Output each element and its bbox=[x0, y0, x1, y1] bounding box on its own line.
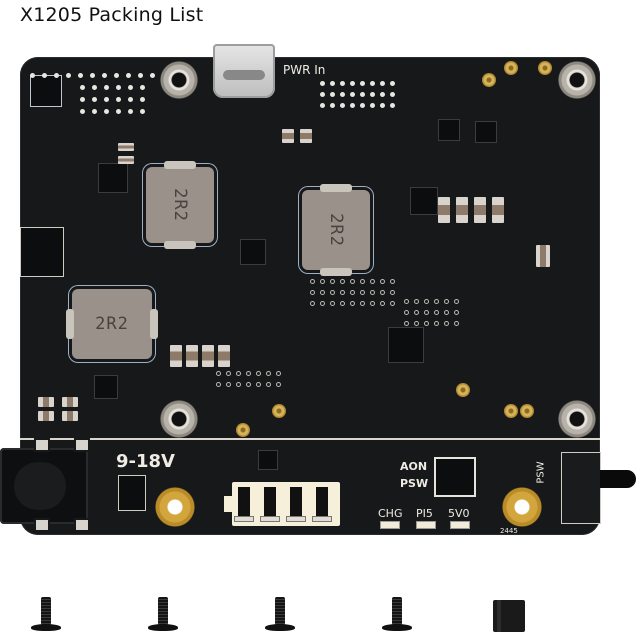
resistor bbox=[536, 245, 550, 267]
test-pin bbox=[520, 404, 534, 418]
mounting-hole-top-right bbox=[558, 61, 596, 99]
test-pin bbox=[504, 404, 518, 418]
power-switch[interactable] bbox=[561, 452, 601, 524]
via-array bbox=[320, 81, 400, 108]
test-pin bbox=[456, 383, 470, 397]
capacitor bbox=[38, 397, 54, 407]
screw-2 bbox=[146, 597, 180, 631]
test-pin bbox=[538, 61, 552, 75]
jumper-cap bbox=[493, 600, 525, 632]
capacitor bbox=[474, 197, 486, 223]
page-title: X1205 Packing List bbox=[20, 4, 204, 26]
aon-label: AON bbox=[400, 460, 428, 473]
psw-label: PSW bbox=[400, 477, 429, 490]
capacitor bbox=[62, 411, 78, 421]
test-pin bbox=[236, 423, 250, 437]
capacitor bbox=[186, 345, 198, 367]
inductor-3: 2R2 bbox=[66, 289, 158, 359]
ic-qfn bbox=[94, 375, 118, 399]
screw-3 bbox=[263, 597, 297, 631]
screw-4 bbox=[380, 597, 414, 631]
power-switch-lever[interactable] bbox=[600, 470, 636, 488]
voltage-range-label: 9-18V bbox=[116, 451, 175, 472]
ic-soic8 bbox=[30, 75, 62, 107]
via-array bbox=[310, 279, 400, 306]
capacitor bbox=[170, 345, 182, 367]
5v0-led bbox=[450, 521, 470, 529]
via-array bbox=[80, 85, 152, 114]
battery-level-icon bbox=[224, 482, 340, 526]
pwr-in-label: PWR In bbox=[283, 63, 326, 77]
via-array bbox=[404, 299, 464, 326]
ic-qfn bbox=[98, 163, 128, 193]
test-pin bbox=[482, 73, 496, 87]
capacitor bbox=[62, 397, 78, 407]
ic-diode bbox=[20, 227, 64, 277]
usb-c-port bbox=[213, 44, 275, 98]
chg-led-label: CHG bbox=[378, 507, 403, 520]
ic-qfn bbox=[240, 239, 266, 265]
screw-1 bbox=[29, 597, 63, 631]
capacitor bbox=[300, 129, 312, 143]
capacitor bbox=[118, 156, 134, 164]
inductor-2: 2R2 bbox=[302, 184, 370, 276]
gold-mount-pad-right bbox=[502, 487, 542, 527]
gold-mount-pad-left bbox=[155, 487, 195, 527]
via-array bbox=[216, 371, 286, 387]
capacitor bbox=[38, 411, 54, 421]
capacitor bbox=[438, 197, 450, 223]
ic-diode bbox=[118, 475, 146, 511]
mounting-hole-mid-left bbox=[160, 400, 198, 438]
side-psw-label: PSW bbox=[535, 461, 547, 484]
test-pin bbox=[504, 61, 518, 75]
capacitor bbox=[492, 197, 504, 223]
capacitor bbox=[218, 345, 230, 367]
chg-led bbox=[380, 521, 400, 529]
inductor-1: 2R2 bbox=[146, 161, 214, 249]
ic-sot bbox=[438, 119, 460, 141]
ic-sot bbox=[475, 121, 497, 143]
jumper-header-aon-psw[interactable] bbox=[434, 457, 476, 497]
mounting-hole-mid-right bbox=[558, 400, 596, 438]
capacitor bbox=[202, 345, 214, 367]
silkscreen-divider bbox=[20, 438, 600, 440]
pi5-led-label: PI5 bbox=[416, 507, 433, 520]
pcb-board: PWR In 2R2 2R2 2R2 bbox=[20, 44, 600, 535]
capacitor bbox=[456, 197, 468, 223]
mounting-hole-top-left bbox=[160, 61, 198, 99]
test-pin bbox=[272, 404, 286, 418]
ic-sot bbox=[258, 450, 278, 470]
capacitor bbox=[282, 129, 294, 143]
ic-soic8 bbox=[388, 327, 424, 363]
date-code: 2445 bbox=[500, 527, 518, 535]
5v0-led-label: 5V0 bbox=[448, 507, 470, 520]
dc-barrel-jack bbox=[0, 438, 90, 532]
ic-qfn bbox=[410, 187, 438, 215]
capacitor bbox=[118, 143, 134, 151]
via-array bbox=[30, 73, 162, 78]
pi5-led bbox=[416, 521, 436, 529]
